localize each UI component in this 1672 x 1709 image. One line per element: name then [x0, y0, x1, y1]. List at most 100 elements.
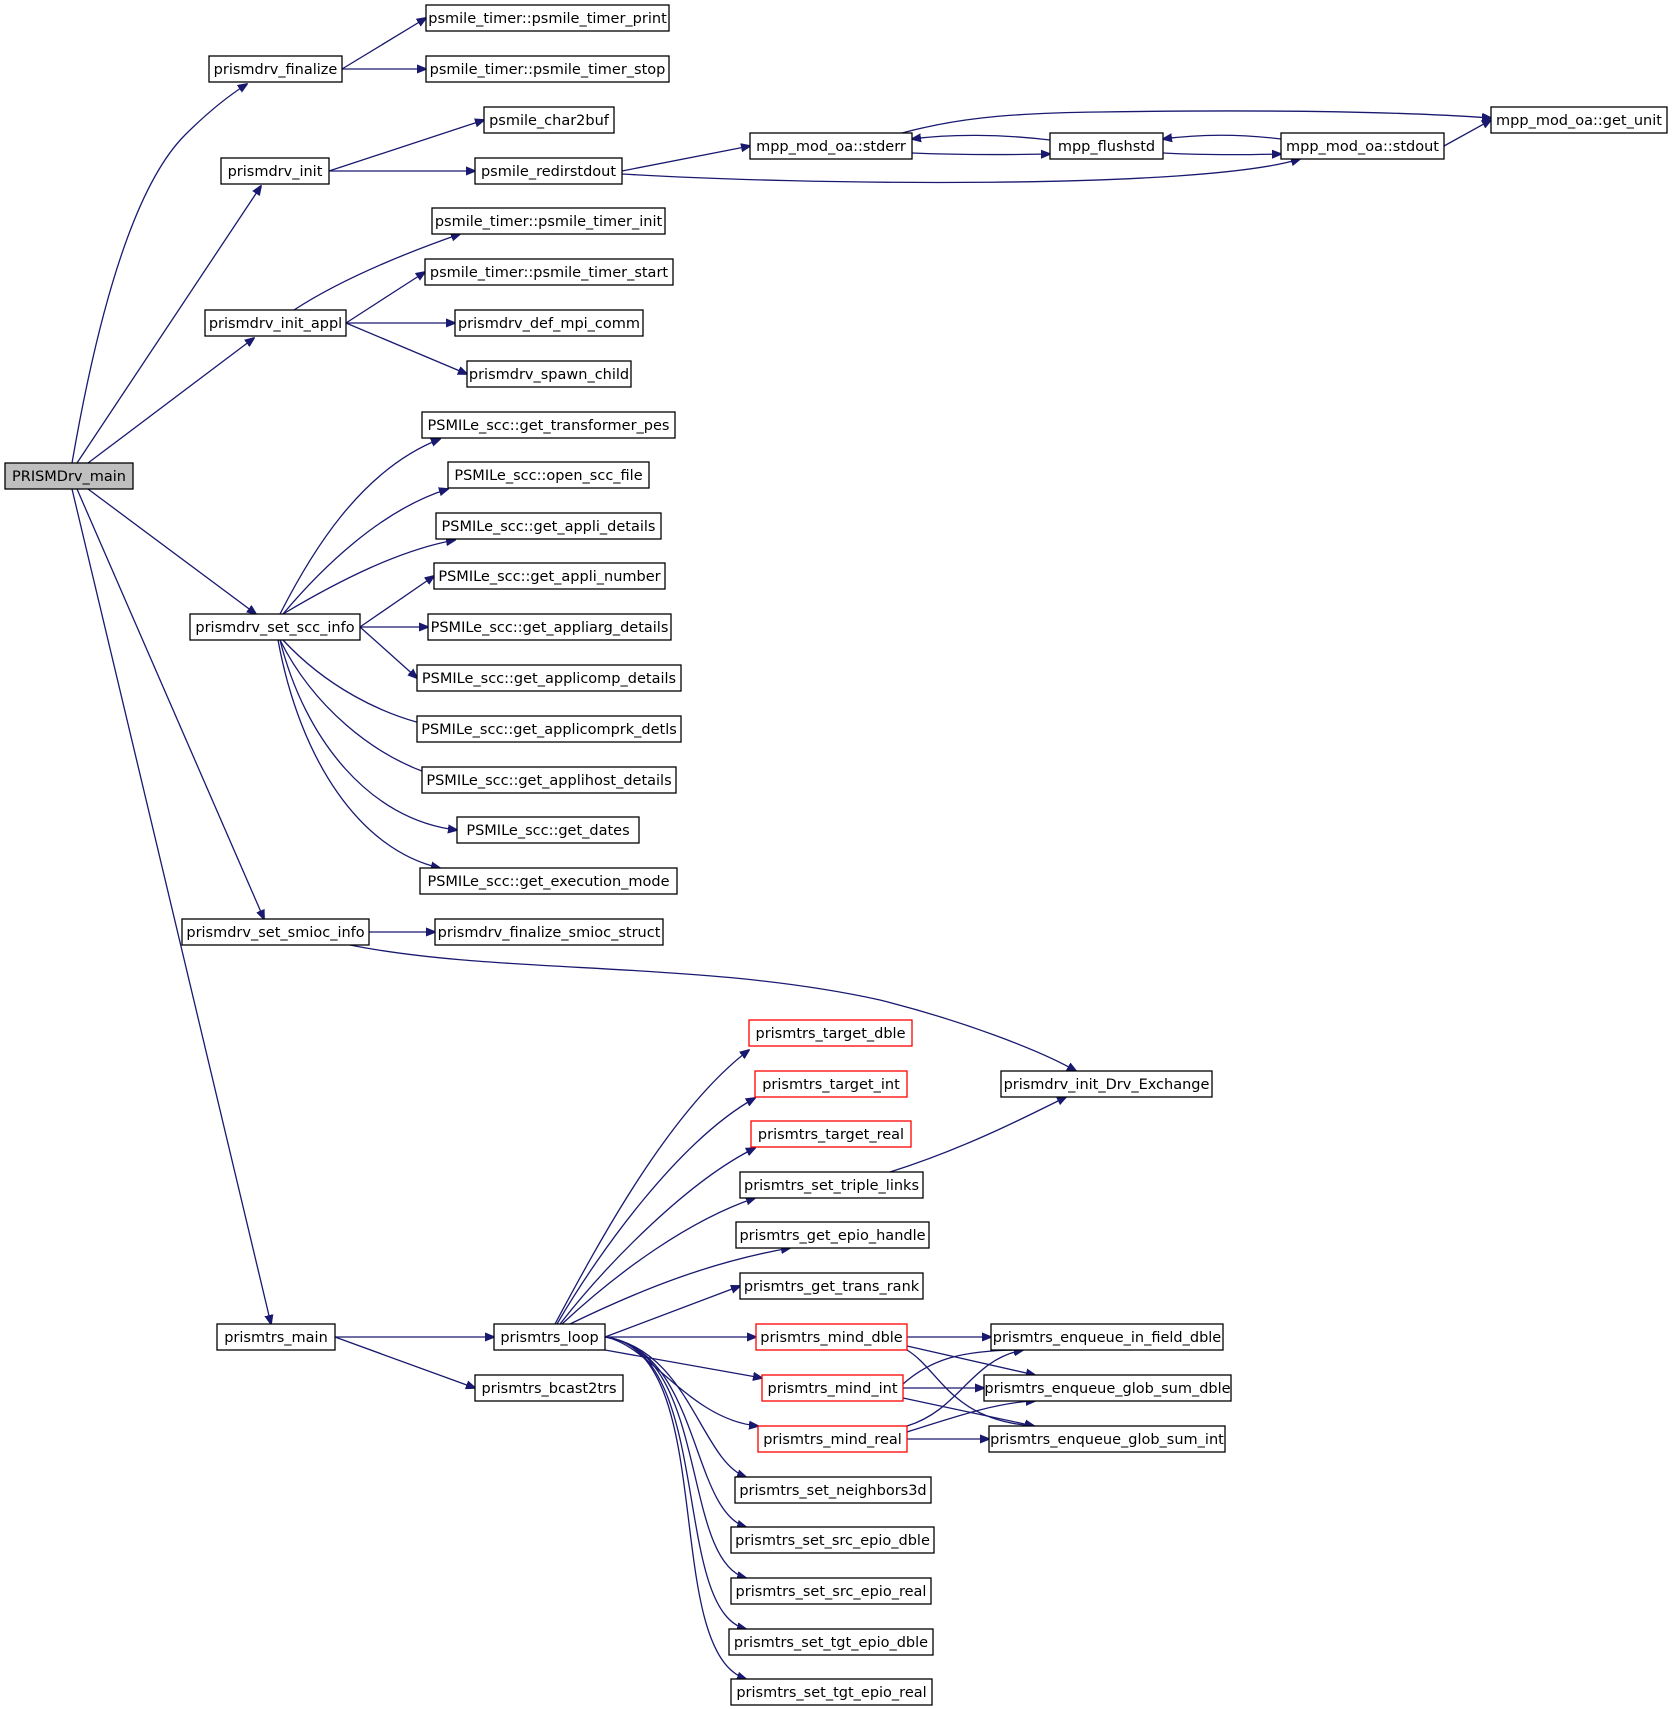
edge-main-to-set_scc_info [87, 488, 256, 614]
node-get_dates[interactable]: PSMILe_scc::get_dates [456, 816, 640, 844]
node-box [761, 1374, 904, 1402]
node-stderr[interactable]: mpp_mod_oa::stderr [749, 132, 913, 160]
node-label: mpp_mod_oa::stdout [1286, 139, 1439, 155]
edge-init-to-char2buf [328, 120, 484, 172]
node-enq_field_dble[interactable]: prismtrs_enqueue_in_field_dble [990, 1323, 1224, 1351]
node-box [434, 918, 664, 946]
node-box [730, 1678, 933, 1706]
node-set_tgt_epio_real[interactable]: prismtrs_set_tgt_epio_real [730, 1678, 933, 1706]
node-label: prismdrv_init [228, 164, 323, 180]
edge-main-to-init_appl [87, 338, 254, 464]
edge-trs_loop-to-mind_int [604, 1349, 762, 1378]
node-mind_dble[interactable]: prismtrs_mind_dble [755, 1323, 908, 1351]
node-enq_glob_sum_dble[interactable]: prismtrs_enqueue_glob_sum_dble [983, 1374, 1232, 1402]
node-label: psmile_timer::psmile_timer_start [430, 265, 669, 281]
edge-stderr-to-get_unit [901, 110, 1491, 134]
node-label: PSMILe_scc::get_transformer_pes [428, 418, 670, 434]
node-label: PSMILe_scc::get_appli_details [442, 519, 656, 535]
node-box [988, 1425, 1226, 1453]
node-set_src_epio_dble[interactable]: prismtrs_set_src_epio_dble [730, 1526, 935, 1554]
node-bcast2trs[interactable]: prismtrs_bcast2trs [474, 1374, 624, 1402]
node-finalize_smioc_struct[interactable]: prismdrv_finalize_smioc_struct [434, 918, 664, 946]
node-char2buf[interactable]: psmile_char2buf [483, 106, 615, 134]
edge-trs_loop-to-target_dble [554, 1050, 749, 1325]
node-label: mpp_mod_oa::get_unit [1496, 113, 1662, 129]
node-flushstd[interactable]: mpp_flushstd [1049, 132, 1164, 160]
node-box [454, 309, 644, 337]
node-label: prismdrv_finalize_smioc_struct [438, 925, 661, 941]
node-trs_loop[interactable]: prismtrs_loop [493, 1323, 606, 1351]
node-label: PSMILe_scc::get_applicomprk_detls [421, 722, 677, 738]
node-timer_init[interactable]: psmile_timer::psmile_timer_init [431, 207, 666, 235]
node-get_unit[interactable]: mpp_mod_oa::get_unit [1490, 106, 1668, 134]
node-enq_glob_sum_int[interactable]: prismtrs_enqueue_glob_sum_int [988, 1425, 1226, 1453]
node-box [1049, 132, 1164, 160]
node-get_appli_number[interactable]: PSMILe_scc::get_appli_number [433, 562, 666, 590]
node-mind_real[interactable]: prismtrs_mind_real [757, 1425, 908, 1453]
node-box [435, 512, 662, 540]
edge-trs_loop-to-set_tgt_epio_dble [604, 1336, 746, 1629]
node-get_transformer_pes[interactable]: PSMILe_scc::get_transformer_pes [421, 411, 676, 439]
node-def_mpi_comm[interactable]: prismdrv_def_mpi_comm [454, 309, 644, 337]
node-init_drv_exchange[interactable]: prismdrv_init_Drv_Exchange [1000, 1070, 1213, 1098]
node-set_triple_links[interactable]: prismtrs_set_triple_links [739, 1171, 924, 1199]
node-spawn_child[interactable]: prismdrv_spawn_child [466, 360, 632, 388]
edge-trs_loop-to-set_src_epio_real [604, 1336, 746, 1578]
node-label: psmile_timer::psmile_timer_print [428, 11, 667, 27]
node-target_int[interactable]: prismtrs_target_int [754, 1070, 908, 1098]
node-redirstdout[interactable]: psmile_redirstdout [474, 157, 623, 185]
node-box [431, 207, 666, 235]
node-set_scc_info[interactable]: prismdrv_set_scc_info [189, 613, 361, 641]
node-label: prismtrs_mind_real [763, 1432, 902, 1448]
node-label: prismtrs_set_neighbors3d [739, 1483, 926, 1499]
node-get_epio_handle[interactable]: prismtrs_get_epio_handle [735, 1221, 930, 1249]
node-get_applicomprk_detls[interactable]: PSMILe_scc::get_applicomprk_detls [416, 715, 682, 743]
node-trs_main[interactable]: prismtrs_main [216, 1323, 336, 1351]
node-get_execution_mode[interactable]: PSMILe_scc::get_execution_mode [419, 867, 678, 895]
node-target_dble[interactable]: prismtrs_target_dble [748, 1019, 913, 1047]
node-label: prismtrs_get_epio_handle [739, 1228, 925, 1244]
node-box [4, 462, 134, 490]
edge-trs_loop-to-set_tgt_epio_real [604, 1336, 746, 1679]
node-get_applicomp_details[interactable]: PSMILe_scc::get_applicomp_details [416, 664, 682, 692]
node-label: prismdrv_def_mpi_comm [458, 316, 640, 332]
node-timer_print[interactable]: psmile_timer::psmile_timer_print [425, 4, 670, 32]
edge-flushstd-to-stdout [1162, 153, 1281, 155]
node-init_appl[interactable]: prismdrv_init_appl [204, 309, 347, 337]
node-target_real[interactable]: prismtrs_target_real [750, 1120, 912, 1148]
node-box [734, 1476, 932, 1504]
node-set_neighbors3d[interactable]: prismtrs_set_neighbors3d [734, 1476, 932, 1504]
node-finalize[interactable]: prismdrv_finalize [208, 55, 343, 83]
node-box [474, 1374, 624, 1402]
node-label: prismdrv_init_Drv_Exchange [1004, 1077, 1210, 1093]
node-box [739, 1272, 924, 1300]
node-main[interactable]: PRISMDrv_main [4, 462, 134, 490]
node-label: prismtrs_bcast2trs [481, 1381, 616, 1397]
node-open_scc_file[interactable]: PSMILe_scc::open_scc_file [447, 461, 650, 489]
node-label: prismdrv_init_appl [209, 316, 342, 332]
node-get_trans_rank[interactable]: prismtrs_get_trans_rank [739, 1272, 924, 1300]
node-get_appliarg_details[interactable]: PSMILe_scc::get_appliarg_details [427, 613, 672, 641]
node-mind_int[interactable]: prismtrs_mind_int [761, 1374, 904, 1402]
node-get_applihost_details[interactable]: PSMILe_scc::get_applihost_details [421, 766, 677, 794]
node-box [416, 715, 682, 743]
node-set_smioc_info[interactable]: prismdrv_set_smioc_info [181, 918, 370, 946]
edge-set_scc_info-to-get_applihost_details [279, 639, 450, 780]
node-label: prismtrs_set_src_epio_real [736, 1584, 927, 1600]
edge-main-to-init [76, 186, 261, 464]
node-label: psmile_char2buf [489, 113, 610, 129]
node-set_src_epio_real[interactable]: prismtrs_set_src_epio_real [730, 1577, 932, 1605]
node-timer_stop[interactable]: psmile_timer::psmile_timer_stop [425, 55, 670, 83]
node-box [433, 562, 666, 590]
node-get_appli_details[interactable]: PSMILe_scc::get_appli_details [435, 512, 662, 540]
node-timer_start[interactable]: psmile_timer::psmile_timer_start [424, 258, 674, 286]
node-set_tgt_epio_dble[interactable]: prismtrs_set_tgt_epio_dble [728, 1628, 934, 1656]
node-stdout[interactable]: mpp_mod_oa::stdout [1280, 132, 1445, 160]
node-box [425, 4, 670, 32]
node-box [456, 816, 640, 844]
edge-redirstdout-to-stderr [621, 146, 750, 172]
node-label: prismtrs_mind_dble [760, 1330, 903, 1346]
edge-finalize-to-timer_print [341, 18, 426, 70]
node-init[interactable]: prismdrv_init [220, 157, 330, 185]
